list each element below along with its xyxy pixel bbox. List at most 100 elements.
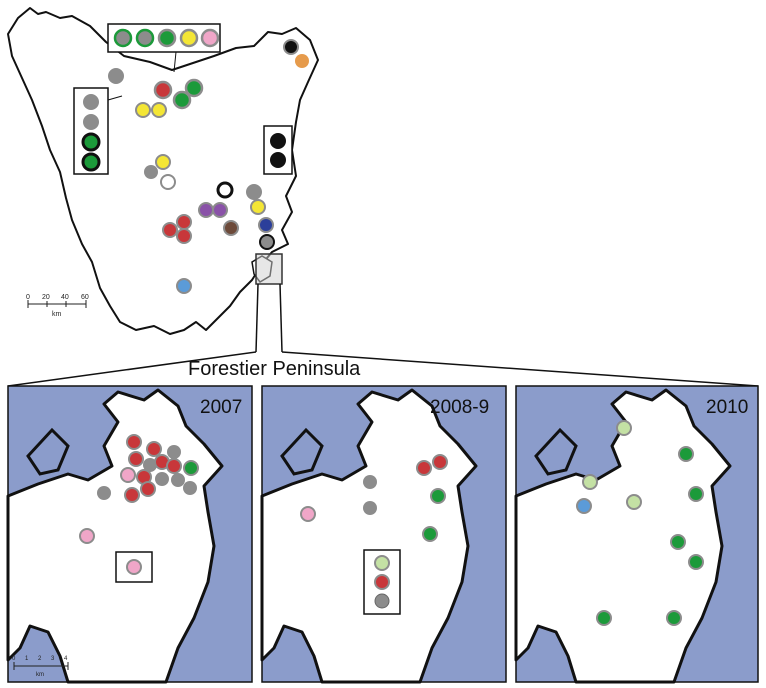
site-dot — [688, 486, 704, 502]
site-dot — [176, 278, 192, 294]
site-dot — [157, 28, 177, 48]
site-dot — [179, 28, 199, 48]
scale-tick-label: 60 — [81, 294, 89, 301]
site-dot — [183, 460, 199, 476]
site-dot — [155, 154, 171, 170]
site-dot — [79, 528, 95, 544]
site-dot — [126, 434, 142, 450]
site-dot — [198, 202, 214, 218]
inset-title: Forestier Peninsula — [188, 358, 361, 380]
scale-tick-label: 2 — [38, 656, 42, 662]
site-dot — [151, 102, 167, 118]
site-dot — [160, 174, 176, 190]
site-dot — [126, 559, 142, 575]
site-dot — [250, 199, 266, 215]
site-dot — [246, 184, 262, 200]
site-dot — [582, 474, 598, 490]
site-dot — [135, 28, 155, 48]
site-dot — [140, 481, 156, 497]
scale-tick-label: 40 — [61, 294, 69, 301]
panel-frame — [7, 385, 253, 683]
scale-tick-label: 4 — [64, 656, 68, 662]
scale-tick-label: 0 — [12, 656, 16, 662]
site-dot — [167, 445, 181, 459]
site-dot — [143, 458, 157, 472]
scale-tick-label: 20 — [42, 294, 50, 301]
site-dot — [596, 610, 612, 626]
site-dot — [171, 473, 185, 487]
site-dot — [144, 165, 158, 179]
panel-2010 — [514, 385, 759, 684]
site-dot — [258, 217, 274, 233]
site-dot — [616, 420, 632, 436]
site-dot — [363, 475, 377, 489]
zoom-line — [281, 351, 759, 387]
panel-scale-bar: 0 1 2 3 4 km — [12, 656, 69, 678]
zoom-line — [279, 283, 283, 353]
site-dot — [135, 102, 151, 118]
panel-year-label: 2007 — [200, 397, 243, 418]
site-dot — [83, 94, 99, 110]
scale-tick-label: 1 — [25, 656, 29, 662]
panel-2008-9 — [260, 385, 507, 684]
scale-tick-label: 0 — [26, 294, 30, 301]
site-dot — [172, 90, 192, 110]
site-dot — [432, 454, 448, 470]
site-dot — [678, 446, 694, 462]
site-dot — [113, 28, 133, 48]
panel-frame — [261, 385, 507, 683]
zoom-line — [7, 351, 257, 387]
scale-tick-label: 3 — [51, 656, 55, 662]
site-dot — [108, 68, 124, 84]
site-dot — [363, 501, 377, 515]
panel-bay — [26, 427, 70, 476]
leader-line — [107, 95, 123, 101]
site-dot — [200, 28, 220, 48]
site-dot — [416, 460, 432, 476]
site-dot — [374, 593, 390, 609]
site-dot — [176, 214, 192, 230]
site-dot — [666, 610, 682, 626]
site-dot — [212, 202, 228, 218]
site-dot — [576, 498, 592, 514]
site-dot — [81, 132, 101, 152]
site-dot — [81, 152, 101, 172]
site-dot — [153, 80, 173, 100]
site-dot — [422, 526, 438, 542]
leader-line — [173, 51, 177, 73]
panel-bay — [534, 427, 578, 476]
site-dot — [670, 534, 686, 550]
scale-unit-label: km — [52, 311, 62, 318]
site-dot — [176, 228, 192, 244]
site-dot — [120, 467, 136, 483]
panel-frame — [515, 385, 759, 683]
inset-locator-box — [255, 253, 283, 285]
panel-year-label: 2008-9 — [430, 397, 490, 418]
site-dot — [430, 488, 446, 504]
site-dot — [128, 451, 144, 467]
site-dot — [83, 114, 99, 130]
site-dot — [155, 472, 169, 486]
site-dot — [270, 152, 286, 168]
site-dot — [183, 481, 197, 495]
site-dot — [688, 554, 704, 570]
site-dot — [270, 133, 286, 149]
scale-unit-label: km — [36, 672, 44, 678]
site-dot — [146, 441, 162, 457]
site-dot — [300, 506, 316, 522]
site-dot — [626, 494, 642, 510]
overview-scale-bar: 0 20 40 60 km — [26, 294, 89, 318]
sample-box — [115, 551, 153, 583]
site-dot — [295, 54, 309, 68]
sample-box — [363, 549, 401, 615]
site-dot — [374, 574, 390, 590]
zoom-line — [255, 283, 259, 353]
site-dot — [166, 458, 182, 474]
panel-bay — [280, 427, 324, 476]
overview-map: 0 20 40 60 km — [7, 7, 759, 387]
site-dot — [184, 78, 204, 98]
site-dot — [162, 222, 178, 238]
panel-year-label: 2010 — [706, 397, 749, 418]
panel-2007: 0 1 2 3 4 km — [6, 385, 253, 684]
